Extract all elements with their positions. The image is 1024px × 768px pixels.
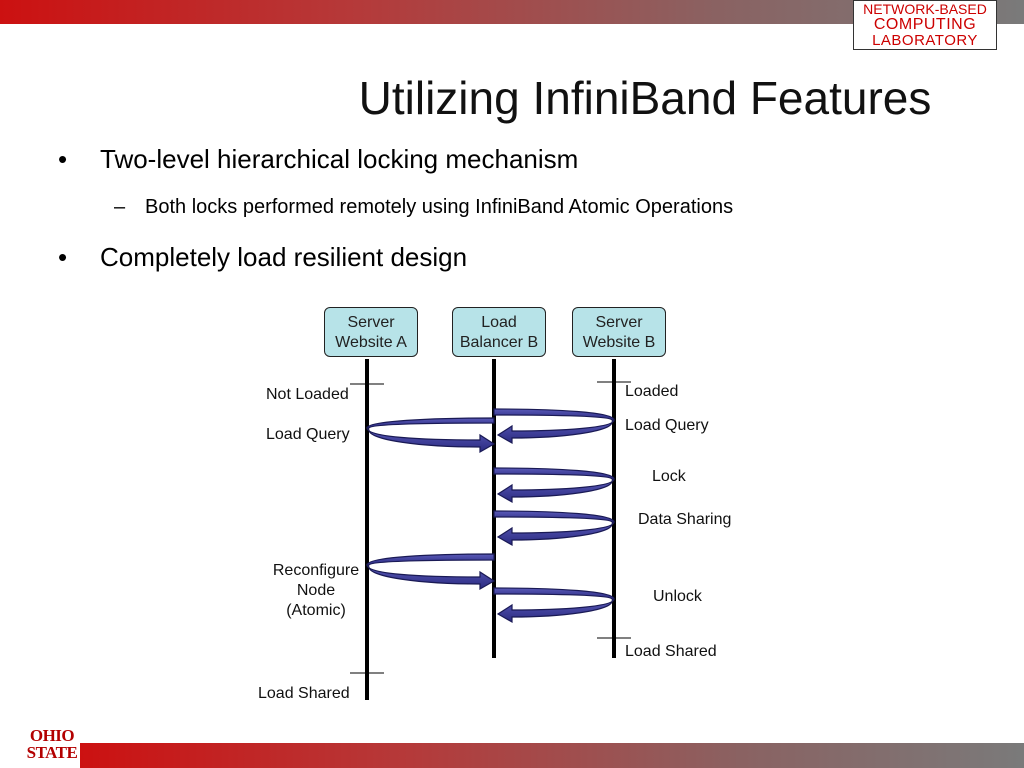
label-load-shared-a: Load Shared bbox=[258, 685, 350, 702]
bottom-gradient-bar bbox=[80, 743, 1024, 768]
arrow-b-lock-back bbox=[496, 477, 615, 504]
label-reconfigure-node: Reconfigure Node (Atomic) bbox=[265, 561, 367, 621]
lab-logo-line2: COMPUTING bbox=[873, 16, 977, 33]
arrow-b-unlock-out bbox=[493, 587, 615, 600]
label-not-loaded: Not Loaded bbox=[266, 386, 349, 403]
arrow-b-query-out bbox=[493, 408, 615, 421]
bullet-text: Two-level hierarchical locking mechanism bbox=[100, 144, 579, 174]
sub-bullet-text: Both locks performed remotely using Infi… bbox=[145, 196, 734, 218]
arrow-b-sharing-back bbox=[496, 520, 615, 547]
sub-bullet-item: – Both locks performed remotely using In… bbox=[114, 195, 733, 219]
lab-logo-line3: LABORATORY bbox=[872, 32, 978, 49]
ohio-state-logo: OHIO STATE bbox=[24, 727, 80, 767]
lab-logo: NETWORK-BASED COMPUTING LABORATORY bbox=[853, 0, 997, 50]
node-server-website-b: Server Website B bbox=[572, 307, 666, 357]
arrow-b-query-back bbox=[496, 418, 615, 445]
label-data-sharing: Data Sharing bbox=[638, 511, 732, 528]
lab-logo-line1: NETWORK-BASED bbox=[863, 1, 987, 17]
arrow-a-reconfig-out bbox=[366, 553, 495, 566]
arrow-a-query-back bbox=[366, 426, 496, 454]
arrow-b-sharing-out bbox=[493, 510, 615, 523]
arrow-b-unlock-back bbox=[496, 597, 615, 624]
label-load-query-b: Load Query bbox=[625, 417, 709, 434]
arrow-a-reconfig-back bbox=[366, 563, 496, 591]
label-reconfigure-line3: (Atomic) bbox=[286, 602, 346, 619]
arrow-a-query-out bbox=[366, 417, 495, 429]
label-reconfigure-line2: Node bbox=[296, 582, 336, 599]
slide-title: Utilizing InfiniBand Features bbox=[358, 72, 932, 124]
bullet-text: Completely load resilient design bbox=[100, 242, 468, 272]
node-line1: Server bbox=[595, 314, 643, 331]
label-load-shared-b: Load Shared bbox=[625, 643, 717, 660]
label-loaded: Loaded bbox=[625, 383, 679, 400]
node-line1: Server bbox=[347, 314, 395, 331]
label-load-query-a: Load Query bbox=[266, 426, 350, 443]
ohio-state-logo-line1: OHIO bbox=[29, 726, 75, 745]
node-line2: Balancer B bbox=[459, 334, 539, 351]
arrow-b-lock-out bbox=[493, 467, 615, 480]
sub-bullet-marker: – bbox=[114, 196, 126, 218]
node-line2: Website B bbox=[582, 334, 656, 351]
ohio-state-logo-line2: STATE bbox=[26, 743, 78, 762]
bullet-marker: • bbox=[58, 242, 68, 272]
node-line1: Load bbox=[481, 314, 517, 331]
node-server-website-a: Server Website A bbox=[324, 307, 418, 357]
node-line2: Website A bbox=[335, 334, 407, 351]
label-unlock: Unlock bbox=[653, 588, 702, 605]
label-lock: Lock bbox=[652, 468, 686, 485]
node-load-balancer-b: Load Balancer B bbox=[452, 307, 546, 357]
label-reconfigure-line1: Reconfigure bbox=[272, 562, 360, 579]
bullet-marker: • bbox=[58, 144, 68, 174]
